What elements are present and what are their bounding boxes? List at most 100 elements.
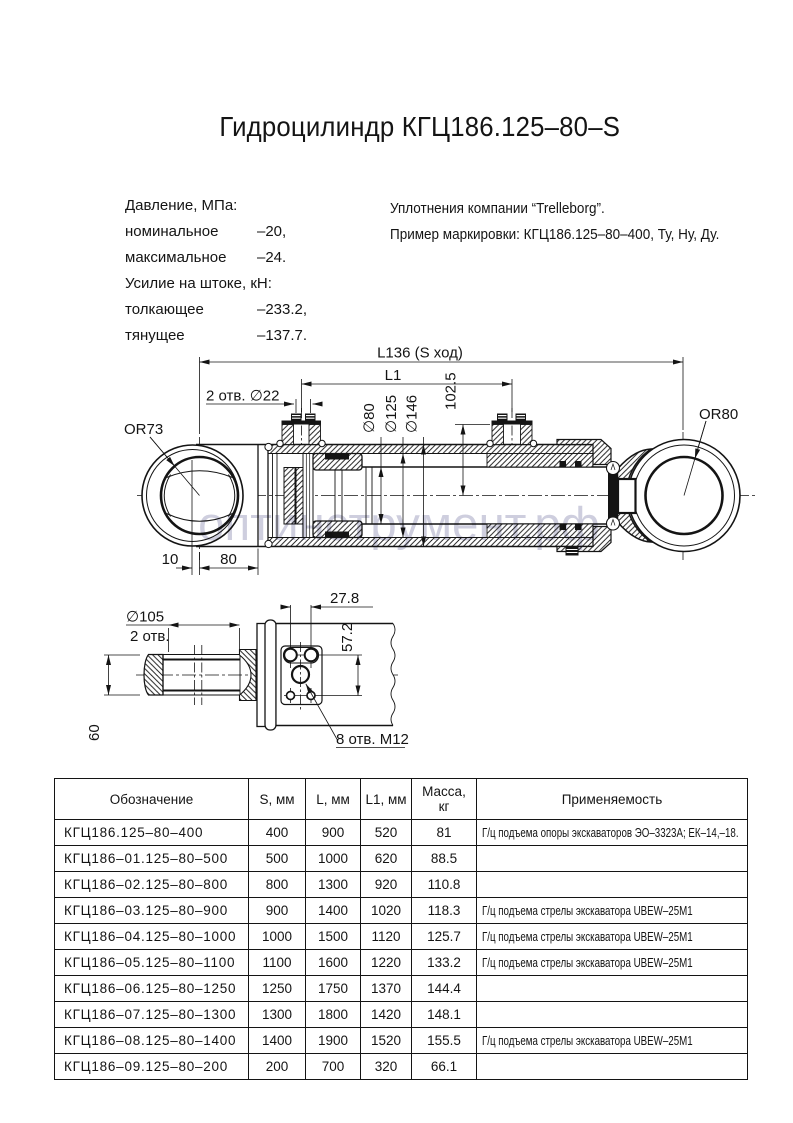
cell-l1: 620: [360, 845, 412, 872]
cell-application: [476, 871, 748, 898]
cell-designation: КГЦ186–08.125–80–1400: [54, 1027, 249, 1054]
spec-line: Давление, МПа:: [125, 197, 385, 223]
spec-line: тянущее –137.7.: [125, 327, 385, 353]
watermark: оптинструмент.рф: [198, 498, 600, 551]
cell-application: Г/ц подъема опоры экскаваторов ЭО–3323А;…: [476, 819, 748, 846]
label-m12: 8 отв. М12: [336, 731, 409, 748]
cell-application: [476, 975, 748, 1002]
cell-designation: КГЦ186–07.125–80–1300: [54, 1001, 249, 1028]
page-title: Гидроцилиндр КГЦ186.125–80–S: [219, 111, 621, 142]
spec-line: максимальное–24.: [125, 249, 385, 275]
cell-s: 1000: [248, 923, 306, 950]
header-application: Применяемость: [476, 778, 748, 820]
cell-designation: КГЦ186–04.125–80–1000: [54, 923, 249, 950]
cell-mass: 148.1: [411, 1001, 477, 1028]
dim-label-572: 57.2: [339, 623, 356, 652]
cell-l: 1600: [305, 949, 361, 976]
dim-label-1025: 102.5: [443, 372, 460, 410]
spec-line: Усилие на штоке, кН:: [125, 275, 385, 301]
dim-label-60: 60: [86, 724, 103, 741]
cell-s: 900: [248, 897, 306, 924]
cell-l: 1900: [305, 1027, 361, 1054]
cell-s: 1300: [248, 1001, 306, 1028]
cell-l1: 1370: [360, 975, 412, 1002]
spec-label: Давление, МПа:: [125, 197, 238, 214]
cell-s: 800: [248, 871, 306, 898]
cell-designation: КГЦ186–05.125–80–1100: [54, 949, 249, 976]
cell-s: 500: [248, 845, 306, 872]
cell-mass: 144.4: [411, 975, 477, 1002]
cell-mass: 155.5: [411, 1027, 477, 1054]
cell-l1: 1420: [360, 1001, 412, 1028]
dimension-labels: L136 (S ход) L1 2 отв. ∅22 ∅80 ∅125 ∅146…: [86, 345, 738, 749]
cell-l1: 520: [360, 819, 412, 846]
cell-application: Г/ц подъема стрелы экскаватора UBEW–25М1: [476, 897, 748, 924]
header-s: S, мм: [248, 778, 306, 820]
label-2otv: 2 отв.: [130, 628, 170, 645]
cell-s: 400: [248, 819, 306, 846]
header-mass: Масса,кг: [411, 778, 477, 820]
technical-drawing: L136 (S ход) L1 2 отв. ∅22 ∅80 ∅125 ∅146…: [86, 345, 757, 749]
dim-label-278: 27.8: [330, 590, 359, 607]
spec-label: тянущее: [125, 327, 185, 344]
cell-application: [476, 845, 748, 872]
cell-application: [476, 1053, 748, 1080]
pin-mount-view: [104, 604, 405, 748]
cell-l: 1300: [305, 871, 361, 898]
label-or73: OR73: [124, 421, 163, 438]
cell-mass: 88.5: [411, 845, 477, 872]
dim-label-d105: ∅105: [126, 609, 164, 626]
cell-l: 1750: [305, 975, 361, 1002]
cell-s: 200: [248, 1053, 306, 1080]
parameters-table: Обозначение S, мм L, мм L1, мм Масса,кг …: [54, 778, 748, 1080]
cell-l: 1000: [305, 845, 361, 872]
spec-line: номинальное–20,: [125, 223, 385, 249]
cell-l1: 920: [360, 871, 412, 898]
cell-designation: КГЦ186–06.125–80–1250: [54, 975, 249, 1002]
cell-application: Г/ц подъема стрелы экскаватора UBEW–25М1: [476, 1027, 748, 1054]
cell-mass: 110.8: [411, 871, 477, 898]
cell-l1: 1120: [360, 923, 412, 950]
cell-l1: 320: [360, 1053, 412, 1080]
cell-application: [476, 1001, 748, 1028]
cell-l1: 1220: [360, 949, 412, 976]
spec-value: –137.7.: [257, 327, 308, 344]
header-l1: L1, мм: [360, 778, 412, 820]
cell-l1: 1520: [360, 1027, 412, 1054]
spec-label: номинальное: [125, 223, 219, 240]
spec-value: –233.2,: [257, 301, 308, 318]
cell-designation: КГЦ186–03.125–80–900: [54, 897, 249, 924]
spec-label: толкающее: [125, 301, 204, 318]
spec-label: Усилие на штоке, кН:: [125, 275, 272, 292]
spec-label: максимальное: [125, 249, 227, 266]
cell-s: 1250: [248, 975, 306, 1002]
dim-label-80: 80: [220, 551, 237, 568]
dim-label-l136: L136 (S ход): [377, 345, 463, 362]
dim-label-ports: 2 отв. ∅22: [206, 388, 279, 405]
dim-label-d125: ∅125: [383, 395, 400, 433]
cell-mass: 133.2: [411, 949, 477, 976]
dim-label-l1: L1: [385, 367, 402, 384]
cell-designation: КГЦ186–09.125–80–200: [54, 1053, 249, 1080]
main-view: [137, 357, 757, 575]
cell-mass: 66.1: [411, 1053, 477, 1080]
cell-designation: КГЦ186–01.125–80–500: [54, 845, 249, 872]
cell-l: 1400: [305, 897, 361, 924]
header-designation: Обозначение: [54, 778, 249, 820]
dim-label-d80: ∅80: [361, 403, 378, 433]
dim-label-d146: ∅146: [404, 395, 421, 433]
cell-s: 1100: [248, 949, 306, 976]
table-header-row: Обозначение S, мм L, мм L1, мм Масса,кг …: [54, 778, 748, 820]
note-marking: Пример маркировки: КГЦ186.125–80–400, Ту…: [390, 226, 720, 243]
cell-l: 900: [305, 819, 361, 846]
